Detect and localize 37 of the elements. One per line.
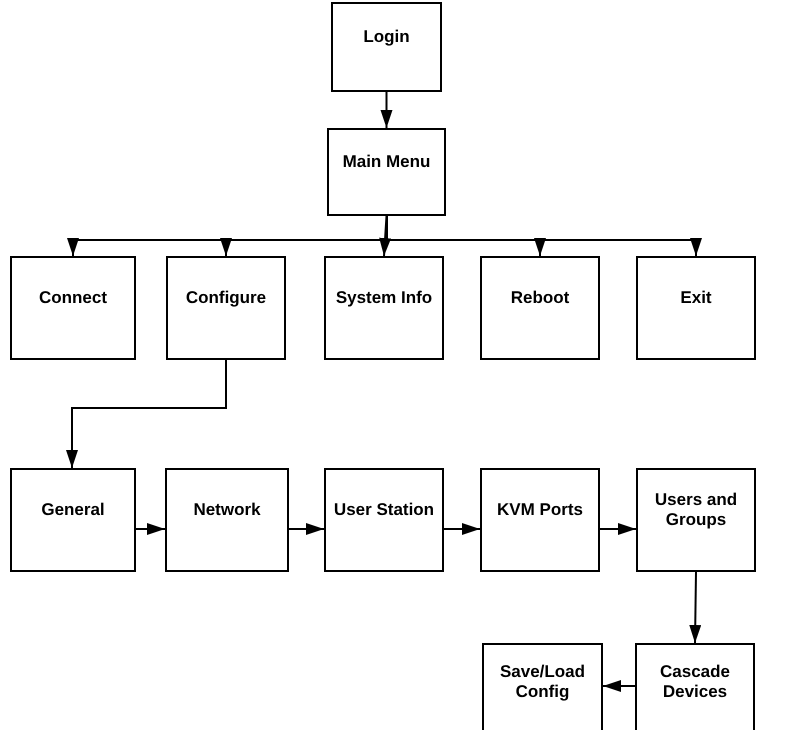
arrow [379, 216, 392, 256]
box-label: Exit [680, 288, 712, 308]
box-label: Login [363, 26, 410, 48]
box-label: Users and Groups [654, 490, 738, 530]
box-label: Connect [39, 288, 107, 308]
menu-box [165, 468, 289, 572]
arrow [603, 680, 635, 692]
box-label: Network [193, 500, 261, 520]
box-label: User Station [334, 500, 434, 520]
menu-box [10, 256, 136, 360]
box-label: General [41, 500, 105, 520]
menu-box [480, 468, 600, 572]
menu-box [635, 643, 755, 730]
arrow [136, 523, 165, 535]
arrow [444, 523, 480, 535]
box-label: Save/Load Config [498, 662, 586, 702]
arrow [289, 523, 324, 535]
arrow [689, 572, 702, 644]
menu-box [324, 256, 444, 360]
box-label: Reboot [510, 288, 570, 308]
menu-box [480, 256, 600, 360]
menu-box [331, 2, 442, 92]
menu-box [10, 468, 136, 572]
box-label: Cascade Devices [659, 662, 731, 702]
box-label: Main Menu [342, 152, 430, 172]
menu-box [636, 256, 756, 360]
box-label: System Info [336, 288, 432, 308]
box-label: Configure [186, 288, 266, 308]
box-label: KVM Ports [497, 500, 583, 520]
menu-box [482, 643, 603, 730]
menu-box [166, 256, 286, 360]
arrow [66, 360, 227, 468]
arrow [600, 523, 636, 535]
arrow [380, 92, 392, 128]
menu-box [636, 468, 756, 572]
menu-box [324, 468, 444, 572]
menu-box [327, 128, 446, 216]
